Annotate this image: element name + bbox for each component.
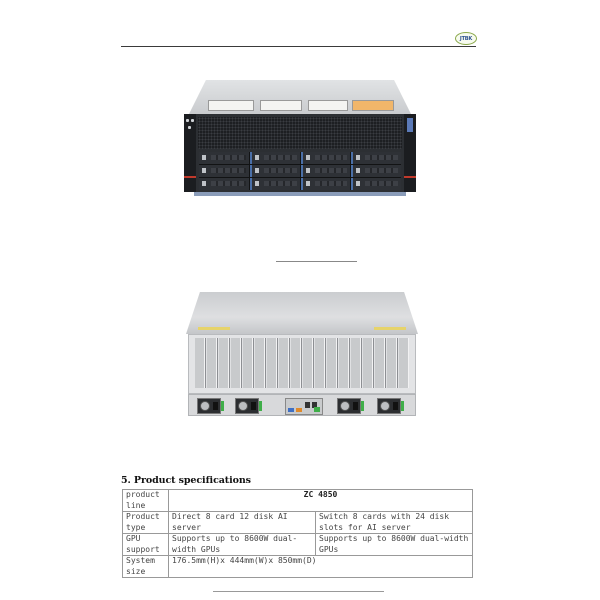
top-label-warning [352,100,394,111]
footer-rule [213,591,384,592]
figure-caption-rule [276,261,357,262]
pcie-slot-brackets [195,338,409,388]
power-supply-unit [377,398,404,414]
rail-accent [184,176,196,178]
spec-table: product line ZC 4850 Product type Direct… [122,489,473,578]
rear-io-panel [188,394,416,416]
power-supply-unit [337,398,364,414]
table-row: System size 176.5mm(H)x 444mm(W)x 850mm(… [122,555,473,578]
cell-value: Supports up to 8600W dual-width GPUs [315,533,473,556]
fan-icon [200,401,210,411]
rear-pcie-area [188,334,416,394]
drive-bay [300,165,351,177]
server-rear-image [186,292,418,417]
drive-bay [351,178,401,190]
header-rule [121,46,476,47]
cell-value: Switch 8 cards with 24 disk slots for AI… [315,511,473,534]
rail-accent [404,176,416,178]
drive-bay [300,152,351,164]
motherboard-io [285,398,323,415]
product-line-value: ZC 4850 [168,489,473,512]
fan-icon [238,401,248,411]
cell-value: 176.5mm(H)x 444mm(W)x 850mm(D) [168,555,473,578]
table-row: GPU support Supports up to 8600W dual-wi… [122,533,473,556]
cell-value: Direct 8 card 12 disk AI server [168,511,316,534]
row-label: GPU support [122,533,169,556]
section-heading: 5. Product specifications [121,475,251,486]
server-front-image [184,78,416,196]
cell-value: Supports up to 8600W dual-width GPUs [168,533,316,556]
usb-port-icon [314,407,320,412]
front-panel [184,114,416,192]
power-supply-unit [197,398,224,414]
right-rack-ear [404,114,416,192]
left-rack-ear [184,114,196,192]
table-header-row: product line ZC 4850 [122,489,473,512]
power-socket-icon [353,402,358,410]
drive-bay [249,178,300,190]
brand-badge-icon [407,118,413,132]
row-label: System size [122,555,169,578]
front-vent-mesh [198,117,402,149]
power-socket-icon [213,402,218,410]
id-button-icon [191,119,194,122]
drive-bay [300,178,351,190]
chassis-base [194,192,406,196]
ethernet-port-icon [312,402,317,408]
psu-latch [259,401,262,411]
power-socket-icon [393,402,398,410]
drive-bay [249,152,300,164]
table-row: Product type Direct 8 card 12 disk AI se… [122,511,473,534]
status-led-icon [188,126,191,129]
psu-latch [221,401,224,411]
top-label [308,100,348,111]
warning-sticker [374,327,406,330]
drive-bay [351,165,401,177]
company-logo: JTBK [455,32,477,45]
power-supply-unit [235,398,262,414]
psu-latch [361,401,364,411]
row-label: product line [122,489,169,512]
psu-latch [401,401,404,411]
serial-port-icon [296,408,302,412]
top-label [208,100,254,111]
vga-port-icon [288,408,294,412]
row-label: Product type [122,511,169,534]
drive-bay [199,152,249,164]
drive-bay [199,178,249,190]
top-label [260,100,302,111]
fan-icon [340,401,350,411]
ethernet-port-icon [305,402,310,408]
warning-sticker [198,327,230,330]
drive-bay [249,165,300,177]
drive-bay [199,165,249,177]
drive-bay [351,152,401,164]
drive-bays [199,152,401,190]
fan-icon [380,401,390,411]
power-button-icon [186,119,189,122]
power-socket-icon [251,402,256,410]
